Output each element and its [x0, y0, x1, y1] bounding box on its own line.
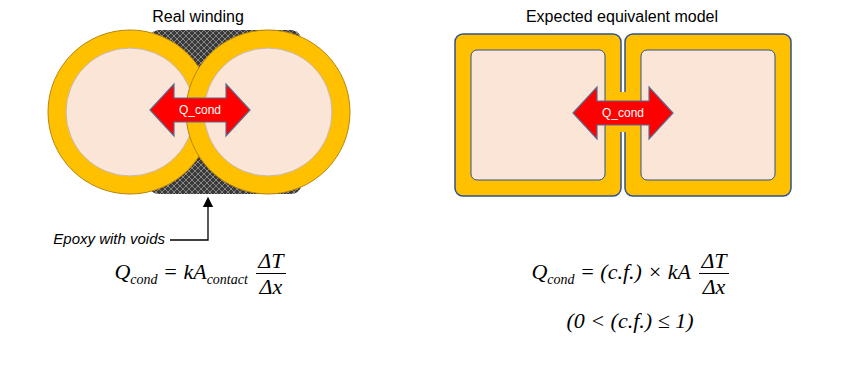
fraction-denominator: Δx — [699, 274, 728, 299]
fraction-denominator: Δx — [256, 274, 285, 299]
arrow-label: Q_cond — [571, 106, 675, 120]
leader-line — [170, 202, 208, 240]
arrow-label: Q_cond — [148, 103, 252, 117]
fraction-numerator: ΔT — [699, 248, 728, 274]
fraction-numerator: ΔT — [256, 248, 285, 274]
equation-subscript: cond — [547, 272, 574, 287]
equation-term: = (c.f.) × kA — [580, 259, 691, 284]
panel-title: Expected equivalent model — [492, 8, 752, 26]
equation-condition: (0 < (c.f.) ≤ 1) — [566, 308, 693, 333]
equation-symbol: Q — [114, 259, 130, 284]
callout-label: Epoxy with voids — [53, 230, 165, 247]
panel-title: Real winding — [98, 8, 298, 26]
equation: Qcond = kAcontact ΔTΔx — [40, 248, 360, 300]
equation-symbol: Q — [531, 259, 547, 284]
heat-flow-arrow: Q_cond — [148, 82, 252, 138]
equation-subscript: contact — [207, 272, 248, 287]
heat-flow-arrow: Q_cond — [571, 85, 675, 141]
equation-subscript: cond — [130, 272, 157, 287]
equation: (0 < (c.f.) ≤ 1) — [460, 308, 800, 334]
equation-term: = kA — [163, 259, 207, 284]
equation: Qcond = (c.f.) × kA ΔTΔx — [460, 248, 800, 300]
